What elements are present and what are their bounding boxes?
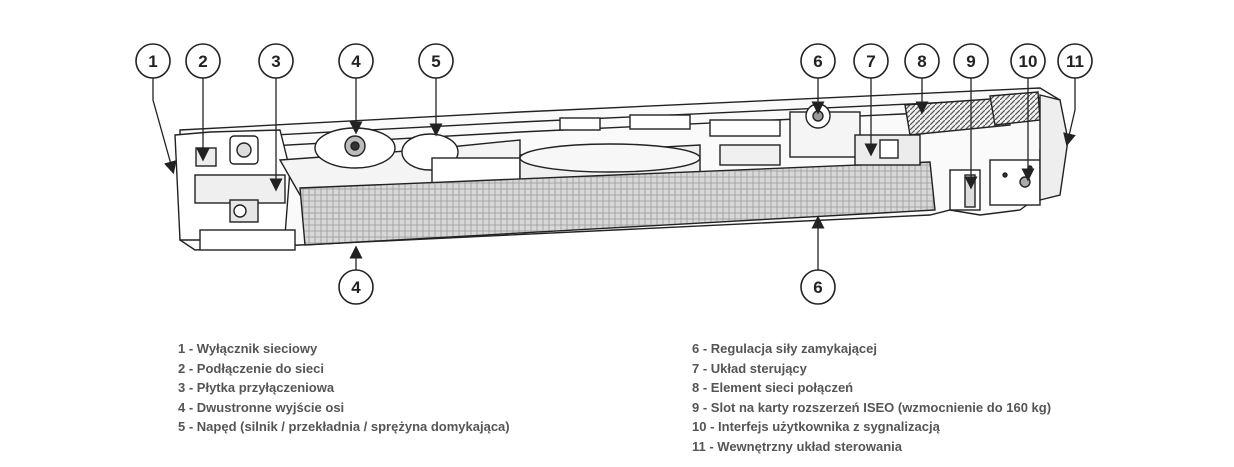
callout-2: 2: [185, 43, 221, 79]
legend-item-4: 4 - Dwustronne wyjście osi: [178, 399, 345, 415]
callout-9: 9: [953, 43, 989, 79]
svg-text:11: 11: [1066, 52, 1084, 71]
legend-item-10: 10 - Interfejs użytkownika z sygnalizacj…: [692, 419, 940, 434]
legend-left: 1 - Wyłącznik sieciowy 2 - Podłączenie d…: [178, 339, 510, 437]
legend-item-6: 6 - Regulacja siły zamykającej: [692, 341, 877, 356]
legend-right: 6 - Regulacja siły zamykającej 7 - Układ…: [692, 339, 1051, 456]
legend-item-2: 2 - Podłączenie do sieci: [178, 360, 324, 376]
callout-bottom-4: 4: [338, 269, 374, 305]
callout-11: 11: [1057, 43, 1093, 79]
legend-item-1: 1 - Wyłącznik sieciowy: [178, 341, 318, 356]
legend-item-11: 11 - Wewnętrzny układ sterowania: [692, 438, 902, 454]
legend-item-3: 3 - Płytka przyłączeniowa: [178, 380, 335, 395]
svg-text:5: 5: [431, 52, 440, 71]
callout-6: 6: [800, 43, 836, 79]
callout-4: 4: [338, 43, 374, 79]
callout-7: 7: [853, 43, 889, 79]
svg-text:3: 3: [271, 52, 280, 71]
legend-item-9: 9 - Slot na karty rozszerzeń ISEO (wzmoc…: [692, 399, 1052, 415]
door-operator-diagram: 1 2 3 4 5 6 7 8 9 10 11 4 6: [135, 43, 1093, 305]
callout-bottom-6: 6: [800, 269, 836, 305]
callouts-bottom: 4 6: [338, 269, 836, 305]
svg-text:6: 6: [813, 278, 822, 297]
svg-text:8: 8: [917, 52, 926, 71]
svg-text:9: 9: [966, 52, 975, 71]
callout-8: 8: [904, 43, 940, 79]
svg-text:4: 4: [351, 52, 361, 71]
callout-lines: [152, 78, 1076, 270]
legend-item-8: 8 - Element sieci połączeń: [692, 380, 854, 395]
callout-10: 10: [1010, 43, 1046, 79]
callout-3: 3: [258, 43, 294, 79]
legend-item-7: 7 - Układ sterujący: [692, 360, 807, 376]
callouts-top: 1 2 3 4 5 6 7 8 9 10 11: [135, 43, 1093, 79]
callout-5: 5: [418, 43, 454, 79]
legend-item-5: 5 - Napęd (silnik / przekładnia / spręży…: [178, 419, 510, 434]
svg-text:10: 10: [1019, 52, 1038, 71]
svg-text:2: 2: [198, 52, 207, 71]
svg-text:7: 7: [866, 52, 875, 71]
device-body: [174, 87, 1069, 251]
callout-1: 1: [135, 43, 171, 79]
svg-text:1: 1: [148, 52, 157, 71]
svg-text:6: 6: [813, 52, 822, 71]
svg-text:4: 4: [351, 278, 361, 297]
